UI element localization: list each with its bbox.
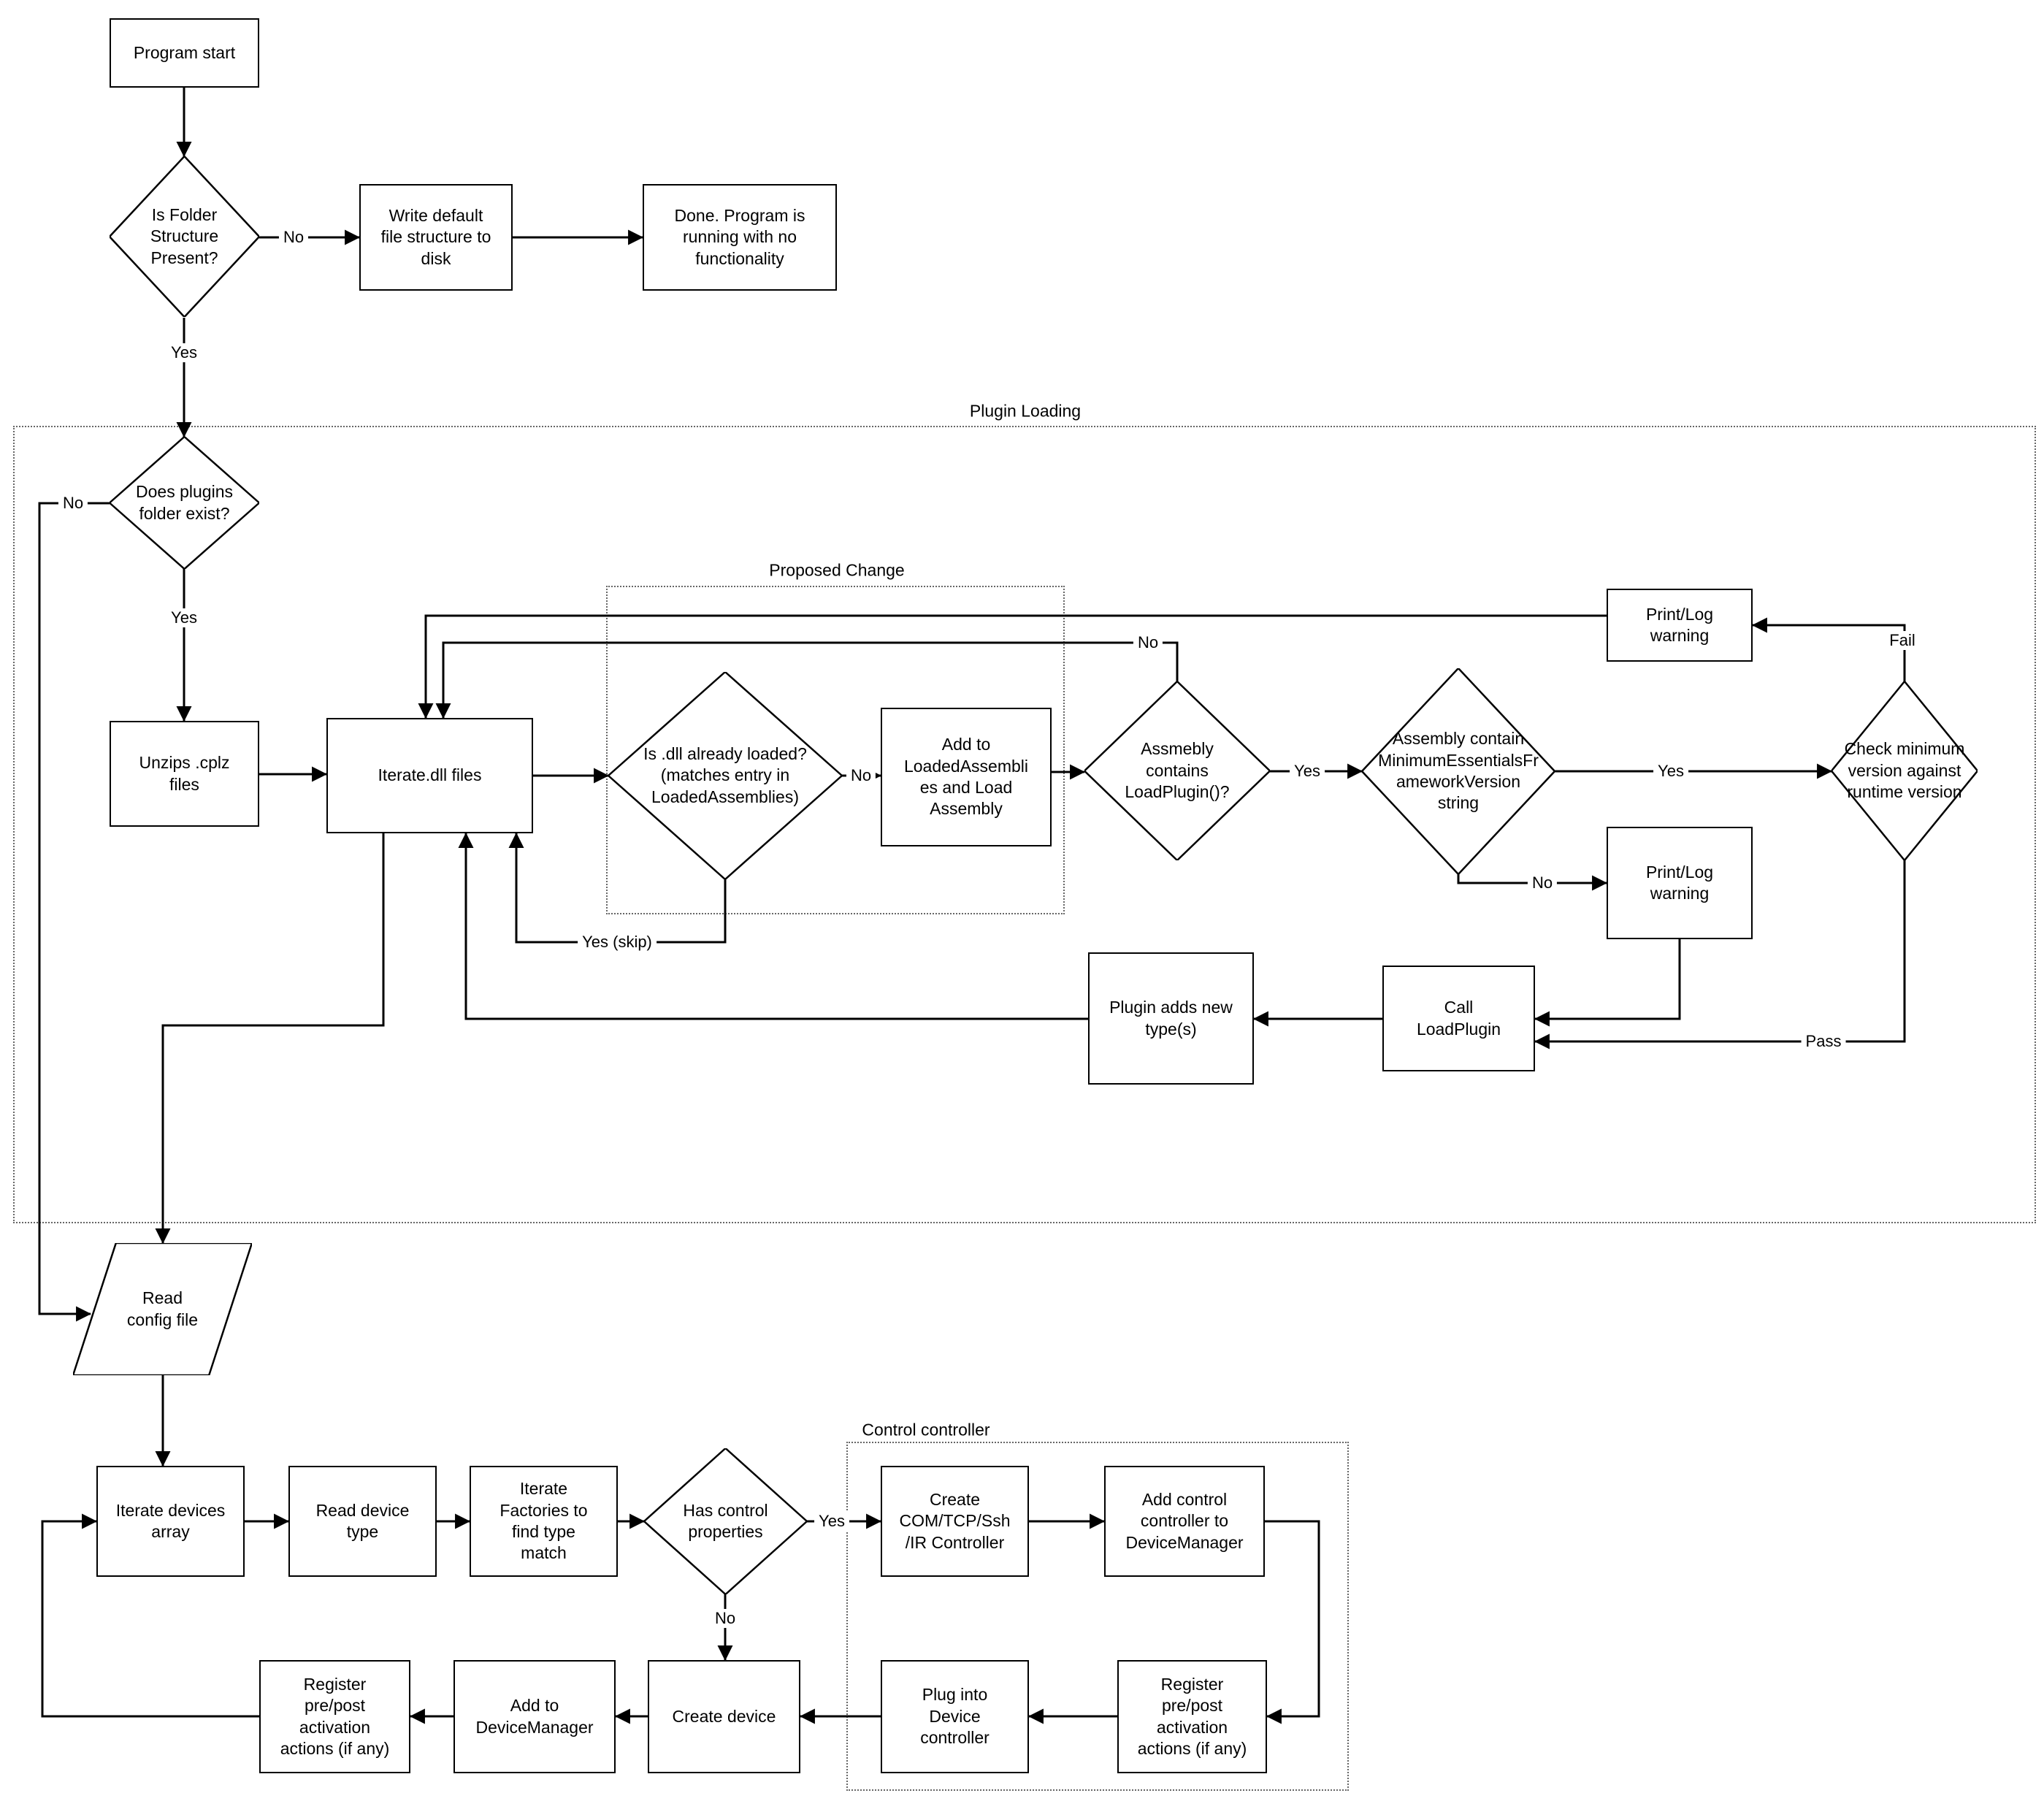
iterate-dll-label: Iterate.dll files xyxy=(378,765,482,785)
printlog-warning-top-node: Print/Log warning xyxy=(1607,589,1753,662)
add-to-devicemanager-label: Add to DeviceManager xyxy=(475,1696,594,1737)
add-to-devicemanager-node: Add to DeviceManager xyxy=(453,1660,616,1773)
edge-label-loadplugin-no: No xyxy=(1133,633,1163,652)
program-start-label: Program start xyxy=(133,42,236,62)
iterate-factories-label: Iterate Factories to find type match xyxy=(499,1479,588,1563)
parallelogram-shape xyxy=(73,1243,252,1375)
has-control-label: Has control properties xyxy=(683,1500,768,1541)
diamond-shape xyxy=(110,437,259,569)
register-actions-left-label: Register pre/post activation actions (if… xyxy=(280,1674,390,1758)
call-loadplugin-label: Call LoadPlugin xyxy=(1416,998,1501,1039)
read-device-type-label: Read device type xyxy=(315,1500,410,1541)
edge-label-plugins-yes: Yes xyxy=(166,608,202,627)
plugin-loading-container xyxy=(13,426,2036,1223)
create-com-controller-node: Create COM/TCP/Ssh /IR Controller xyxy=(881,1466,1029,1577)
edge-label-dll-loaded-skip: Yes (skip) xyxy=(578,933,657,952)
done-label: Done. Program is running with no functio… xyxy=(674,205,805,268)
check-min-version-label: Check minimum version against runtime ve… xyxy=(1844,739,1965,802)
edge-label-check-fail: Fail xyxy=(1885,631,1920,650)
diamond-shape xyxy=(1362,668,1555,874)
plug-into-device-label: Plug into Device controller xyxy=(920,1685,990,1748)
edge-label-check-pass: Pass xyxy=(1801,1032,1846,1051)
control-controller-title: Control controller xyxy=(856,1420,996,1440)
plugins-folder-decision: Does plugins folder exist? xyxy=(110,437,259,569)
printlog-warning-top-label: Print/Log warning xyxy=(1645,604,1714,645)
contains-loadplugin-label: Assmebly contains LoadPlugin()? xyxy=(1125,739,1230,802)
add-to-loaded-node: Add to LoadedAssembli es and Load Assemb… xyxy=(881,708,1052,846)
edge-label-control-yes: Yes xyxy=(814,1512,849,1531)
diamond-shape xyxy=(608,672,842,879)
diamond-shape xyxy=(1084,681,1270,860)
write-default-label: Write default file structure to disk xyxy=(380,205,491,268)
read-device-type-node: Read device type xyxy=(288,1466,437,1577)
add-control-controller-label: Add control controller to DeviceManager xyxy=(1125,1489,1244,1552)
printlog-warning-mid-label: Print/Log warning xyxy=(1645,862,1714,903)
plugin-adds-types-node: Plugin adds new type(s) xyxy=(1088,952,1254,1085)
edge-label-plugins-no: No xyxy=(58,494,88,513)
create-com-controller-label: Create COM/TCP/Ssh /IR Controller xyxy=(899,1489,1011,1552)
program-start-node: Program start xyxy=(110,18,259,88)
plugins-folder-label: Does plugins folder exist? xyxy=(136,482,233,523)
minversion-string-decision: Assembly contain MinimumEssentialsFr ame… xyxy=(1362,668,1555,874)
folder-structure-label: Is Folder Structure Present? xyxy=(150,204,219,267)
edge-label-loadplugin-yes: Yes xyxy=(1290,762,1325,781)
plugin-adds-types-label: Plugin adds new type(s) xyxy=(1109,998,1233,1039)
check-min-version-decision: Check minimum version against runtime ve… xyxy=(1831,681,1978,860)
iterate-devices-label: Iterate devices array xyxy=(115,1500,226,1541)
register-actions-left-node: Register pre/post activation actions (if… xyxy=(259,1660,410,1773)
call-loadplugin-node: Call LoadPlugin xyxy=(1382,966,1535,1071)
read-config-label: Read config file xyxy=(126,1288,199,1329)
diamond-shape xyxy=(644,1448,807,1594)
unzips-cplz-label: Unzips .cplz files xyxy=(139,753,230,794)
proposed-change-title: Proposed Change xyxy=(763,560,911,581)
edge-label-folder-no: No xyxy=(278,228,309,247)
dll-loaded-label: Is .dll already loaded? (matches entry i… xyxy=(643,743,807,806)
folder-structure-decision: Is Folder Structure Present? xyxy=(110,156,259,317)
read-config-node: Read config file xyxy=(73,1243,252,1375)
edge-label-minversion-no: No xyxy=(1527,873,1558,892)
edge-label-dll-loaded-no: No xyxy=(846,766,876,785)
edge-label-minversion-yes: Yes xyxy=(1653,762,1688,781)
dll-loaded-decision: Is .dll already loaded? (matches entry i… xyxy=(608,672,842,879)
iterate-devices-node: Iterate devices array xyxy=(96,1466,245,1577)
diamond-shape xyxy=(1831,681,1978,860)
edge-label-folder-yes: Yes xyxy=(166,343,202,362)
unzips-cplz-node: Unzips .cplz files xyxy=(110,721,259,827)
iterate-factories-node: Iterate Factories to find type match xyxy=(470,1466,618,1577)
create-device-label: Create device xyxy=(672,1706,776,1726)
contains-loadplugin-decision: Assmebly contains LoadPlugin()? xyxy=(1084,681,1270,860)
has-control-decision: Has control properties xyxy=(644,1448,807,1594)
add-control-controller-node: Add control controller to DeviceManager xyxy=(1104,1466,1265,1577)
plug-into-device-node: Plug into Device controller xyxy=(881,1660,1029,1773)
write-default-node: Write default file structure to disk xyxy=(359,184,513,291)
register-actions-right-node: Register pre/post activation actions (if… xyxy=(1117,1660,1267,1773)
diamond-shape xyxy=(110,156,259,317)
done-node: Done. Program is running with no functio… xyxy=(643,184,837,291)
control-controller-container xyxy=(846,1442,1349,1791)
edge-label-control-no: No xyxy=(710,1609,740,1628)
printlog-warning-mid-node: Print/Log warning xyxy=(1607,827,1753,939)
register-actions-right-label: Register pre/post activation actions (if… xyxy=(1137,1674,1247,1758)
minversion-string-label: Assembly contain MinimumEssentialsFr ame… xyxy=(1378,729,1539,813)
create-device-node: Create device xyxy=(648,1660,800,1773)
plugin-loading-title: Plugin Loading xyxy=(963,401,1087,421)
add-to-loaded-label: Add to LoadedAssembli es and Load Assemb… xyxy=(903,735,1029,819)
iterate-dll-node: Iterate.dll files xyxy=(326,718,533,833)
